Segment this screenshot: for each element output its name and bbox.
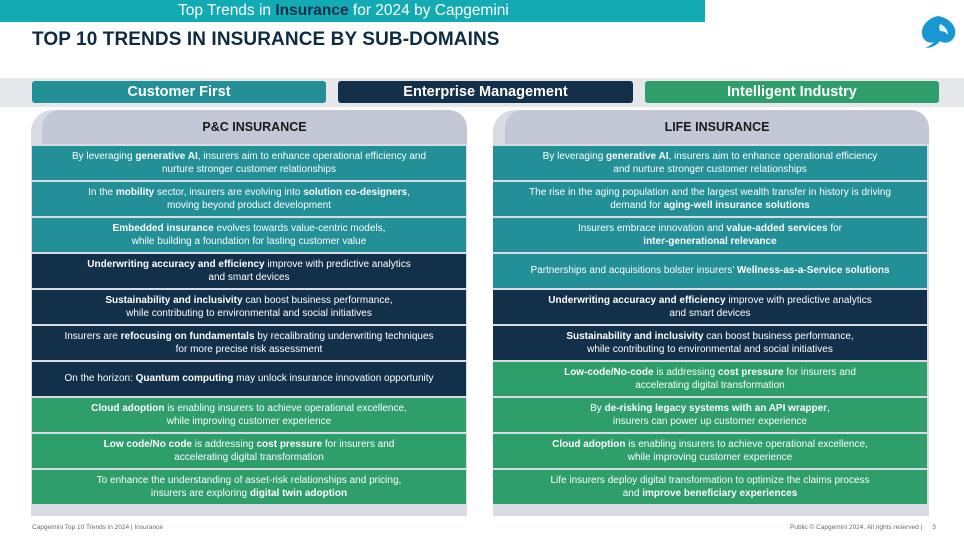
page-number: 3	[932, 524, 936, 531]
pc-trend-card: Underwriting accuracy and efficiency imp…	[32, 254, 466, 288]
pc-trend-card: Embedded insurance evolves towards value…	[32, 218, 466, 252]
life-trend-card: Life insurers deploy digital transformat…	[493, 470, 927, 504]
capgemini-spade-icon	[921, 16, 956, 48]
footer-right: Public © Capgemini 2024. All rights rese…	[790, 524, 936, 531]
pc-header: P&C INSURANCE	[42, 110, 467, 144]
pc-trend-card: Sustainability and inclusivity can boost…	[32, 290, 466, 324]
category-enterprise-management: Enterprise Management	[338, 81, 633, 103]
life-trend-card: Cloud adoption is enabling insurers to a…	[493, 434, 927, 468]
life-trend-card: The rise in the aging population and the…	[493, 182, 927, 216]
pc-trend-card: On the horizon: Quantum computing may un…	[32, 362, 466, 396]
banner-pre: Top Trends in	[178, 2, 276, 19]
pc-trend-card: To enhance the understanding of asset-ri…	[32, 470, 466, 504]
life-trend-card: Sustainability and inclusivity can boost…	[493, 326, 927, 360]
page-title: TOP 10 TRENDS IN INSURANCE BY SUB-DOMAIN…	[32, 29, 500, 50]
banner-highlight: Insurance	[275, 2, 349, 19]
pc-trend-card: Cloud adoption is enabling insurers to a…	[32, 398, 466, 432]
life-trend-card: By de-risking legacy systems with an API…	[493, 398, 927, 432]
life-trend-card: Partnerships and acquisitions bolster in…	[493, 254, 927, 288]
footer-copyright: Public © Capgemini 2024. All rights rese…	[790, 524, 923, 531]
life-trend-card: Insurers embrace innovation and value-ad…	[493, 218, 927, 252]
top-banner	[0, 0, 705, 22]
pc-trend-card: Low code/No code is addressing cost pres…	[32, 434, 466, 468]
banner-title: Top Trends in Insurance for 2024 by Capg…	[178, 2, 509, 20]
life-trend-card: Underwriting accuracy and efficiency imp…	[493, 290, 927, 324]
life-trend-card: By leveraging generative AI, insurers ai…	[493, 146, 927, 180]
pc-trend-card: Insurers are refocusing on fundamentals …	[32, 326, 466, 360]
footer-left: Capgemini Top 10 Trends in 2024 | Insura…	[32, 524, 163, 531]
category-intelligent-industry: Intelligent Industry	[645, 81, 939, 103]
life-trend-card: Low-code/No-code is addressing cost pres…	[493, 362, 927, 396]
category-customer-first: Customer First	[32, 81, 326, 103]
banner-post: for 2024 by Capgemini	[348, 2, 509, 19]
life-header: LIFE INSURANCE	[505, 110, 929, 144]
pc-trend-card: In the mobility sector, insurers are evo…	[32, 182, 466, 216]
pc-trend-card: By leveraging generative AI, insurers ai…	[32, 146, 466, 180]
